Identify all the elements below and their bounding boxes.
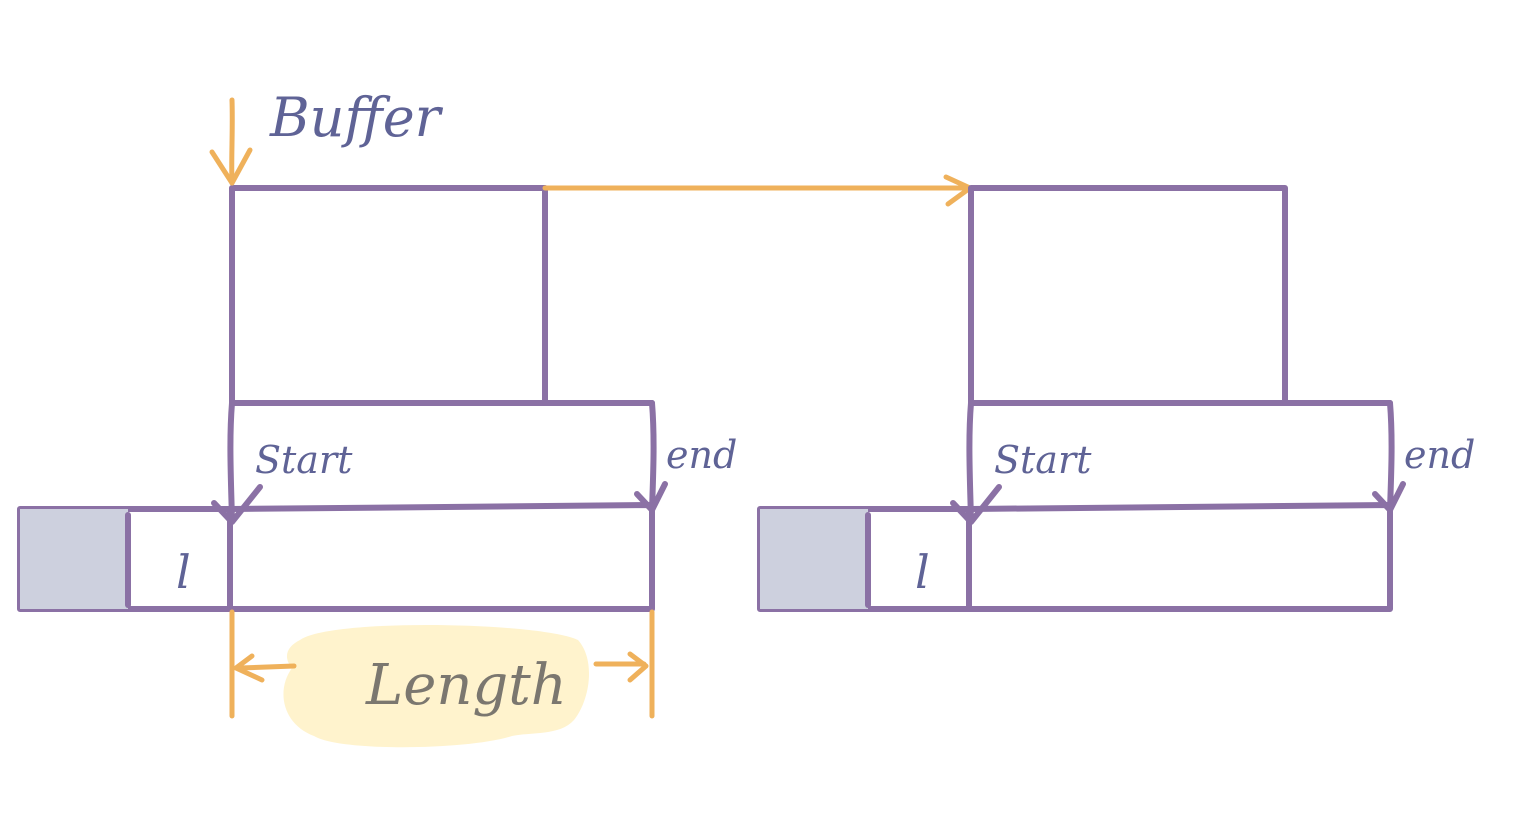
- slice-cell-left: [20, 509, 128, 609]
- start-label-right: Start: [994, 438, 1092, 482]
- buffer-pointer-arrowhead: [209, 147, 253, 186]
- buffer-box-right-a: [968, 185, 1288, 406]
- length-label: Length: [365, 653, 567, 718]
- end-label-left: end: [666, 433, 737, 477]
- end-pointer-right: [1387, 400, 1395, 513]
- start-arrowhead-left: [211, 484, 263, 525]
- item-marker-left: l: [176, 545, 191, 599]
- buffer-label: Buffer: [269, 86, 444, 149]
- buffer-pointer-arrow: [229, 97, 235, 186]
- start-label-left: Start: [255, 438, 353, 482]
- length-arrowhead-right: [627, 651, 649, 683]
- start-pointer-right: [966, 400, 974, 523]
- node-right: Start end l: [757, 185, 1475, 612]
- item-marker-right: l: [915, 545, 930, 599]
- buffer-box-left-a: [229, 185, 548, 406]
- length-dimension: Length: [229, 609, 655, 719]
- length-highlight: [283, 624, 590, 748]
- node-left: Start end l: [17, 185, 737, 612]
- start-pointer-left: [227, 400, 235, 523]
- slice-cell-right: [760, 509, 868, 609]
- end-pointer-left: [649, 400, 657, 513]
- start-arrowhead-right: [950, 484, 1002, 525]
- end-label-right: end: [1404, 433, 1475, 477]
- length-arrowhead-left: [233, 653, 265, 683]
- length-arrow-left: [237, 663, 297, 671]
